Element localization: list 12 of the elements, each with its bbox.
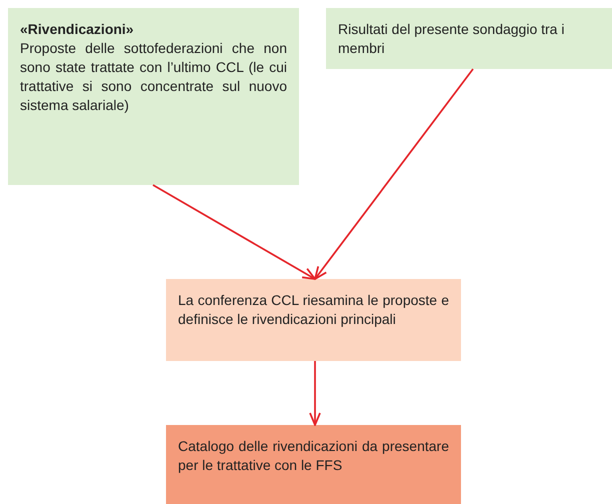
box-text: Proposte delle sottofederazioni che non sono state trattate con l’ultimo CCL (le cui trattative si sono concentrate sul nuovo sistema salariale) — [20, 39, 287, 115]
process-box — [326, 8, 612, 69]
process-box — [166, 425, 461, 504]
process-box — [166, 279, 461, 361]
box-text: Catalogo delle rivendicazioni da presentare per le trattative con le FFS — [178, 437, 449, 475]
box-heading: «Rivendicazioni» — [20, 20, 135, 39]
box-text: Risultati del presente sondaggio tra i membri — [338, 20, 566, 58]
arrow — [314, 68, 474, 280]
arrow — [309, 361, 321, 426]
process-box — [8, 8, 299, 185]
arrow — [152, 184, 316, 280]
box-text: La conferenza CCL riesamina le proposte e definisce le rivendicazioni principali — [178, 291, 449, 329]
